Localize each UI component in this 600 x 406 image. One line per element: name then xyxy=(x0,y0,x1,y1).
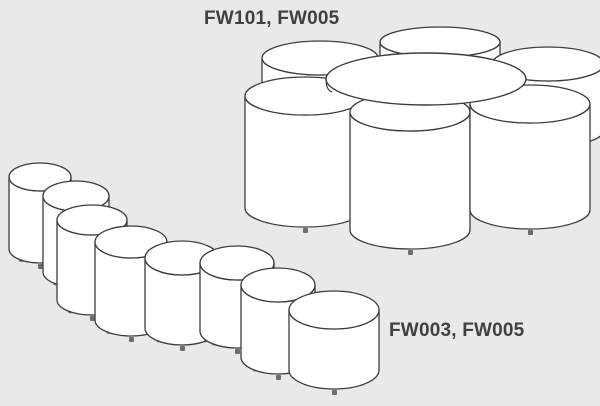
group-label-fw101-fw005: FW101, FW005 xyxy=(204,8,340,29)
stool-foot xyxy=(90,316,95,321)
table-and-stools-group xyxy=(244,26,600,255)
stool-foot xyxy=(408,250,413,255)
stool-body xyxy=(244,95,366,228)
table-edge xyxy=(325,78,333,93)
stool-front-right xyxy=(469,84,591,235)
stool-front-left xyxy=(244,76,366,233)
stool-foot xyxy=(129,337,134,342)
group-label-fw003-fw005: FW003, FW005 xyxy=(389,320,525,341)
stool-foot xyxy=(528,230,533,235)
stool-foot xyxy=(276,375,281,380)
stool-top xyxy=(379,26,501,58)
stool-front-center xyxy=(349,92,471,255)
stool-foot xyxy=(303,228,308,233)
stool-body xyxy=(349,111,471,250)
stool-foot xyxy=(332,390,337,395)
curved-stool-row xyxy=(8,162,380,395)
stool-foot xyxy=(235,349,240,354)
stool-top xyxy=(240,267,316,303)
row-stool-8 xyxy=(288,290,380,395)
stool-top xyxy=(288,290,380,330)
round-table-top xyxy=(325,52,527,106)
stool-top xyxy=(56,204,128,236)
stool-foot xyxy=(180,346,185,351)
stool-foot xyxy=(38,264,43,269)
